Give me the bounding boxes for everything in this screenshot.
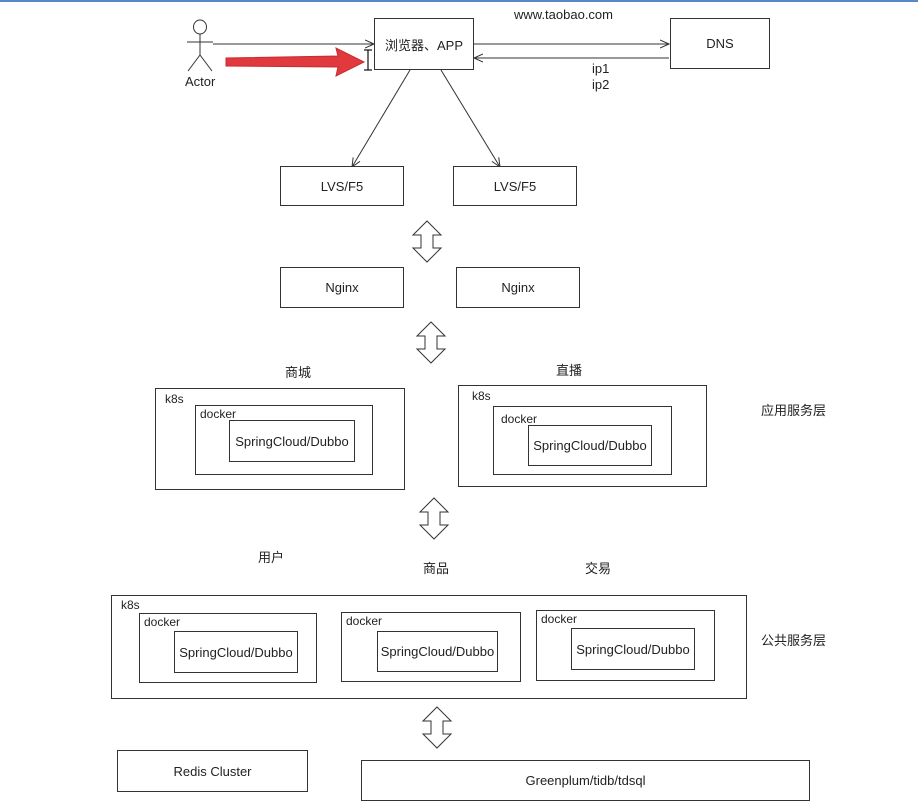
nginx-box-right: Nginx xyxy=(456,267,580,308)
k8s-cluster-common: k8s docker SpringCloud/Dubbo docker Spri… xyxy=(111,595,747,699)
nginx-label: Nginx xyxy=(325,280,359,295)
service-label: SpringCloud/Dubbo xyxy=(235,433,349,449)
client-to-lvs-left-arrow xyxy=(352,69,411,167)
service-label: SpringCloud/Dubbo xyxy=(533,438,647,453)
double-arrow-common-storage xyxy=(421,706,453,749)
client-to-lvs-right-arrow xyxy=(440,69,500,167)
k8s-label: k8s xyxy=(472,389,491,403)
cluster-title-mall: 商城 xyxy=(285,365,312,380)
ip-line-2: ip2 xyxy=(592,77,610,92)
service-label: SpringCloud/Dubbo xyxy=(576,641,690,657)
storage-label: Redis Cluster xyxy=(173,763,252,779)
service-box-mall: SpringCloud/Dubbo xyxy=(229,420,355,462)
lvs-box-right: LVS/F5 xyxy=(453,166,577,206)
actor-figure xyxy=(187,19,213,72)
docker-label: docker xyxy=(200,407,237,421)
actor-label: Actor xyxy=(185,74,216,89)
window-top-rule xyxy=(0,0,918,2)
nginx-label: Nginx xyxy=(501,280,535,295)
lvs-box-left: LVS/F5 xyxy=(280,166,404,206)
redis-cluster-box: Redis Cluster xyxy=(117,750,308,792)
lvs-label: LVS/F5 xyxy=(493,178,537,194)
ip-line-1: ip1 xyxy=(592,61,610,76)
client-label: 浏览器、APP xyxy=(385,37,464,53)
double-arrow-lb-nginx xyxy=(411,220,443,263)
docker-container-live: docker SpringCloud/Dubbo xyxy=(493,406,672,475)
k8s-label: k8s xyxy=(121,598,140,612)
service-label: SpringCloud/Dubbo xyxy=(179,644,293,660)
storage-label: Greenplum/tidb/tdsql xyxy=(525,773,646,788)
domain-label: www.taobao.com xyxy=(514,7,613,22)
text-cursor-icon xyxy=(364,49,372,71)
cluster-title-live: 直播 xyxy=(556,363,583,378)
docker-container-goods: docker SpringCloud/Dubbo xyxy=(341,612,521,682)
client-box: 浏览器、APP xyxy=(374,18,474,70)
docker-container-mall: docker SpringCloud/Dubbo xyxy=(195,405,373,475)
service-label: SpringCloud/Dubbo xyxy=(380,644,495,659)
docker-label: docker xyxy=(541,612,578,626)
k8s-cluster-mall: k8s docker SpringCloud/Dubbo xyxy=(155,388,405,490)
docker-label: docker xyxy=(501,412,538,426)
service-title-trade: 交易 xyxy=(585,561,612,576)
service-box-trade: SpringCloud/Dubbo xyxy=(571,628,695,670)
docker-container-trade: docker SpringCloud/Dubbo xyxy=(536,610,715,681)
docker-label: docker xyxy=(346,614,383,628)
service-title-goods: 商品 xyxy=(423,561,450,576)
common-layer-label: 公共服务层 xyxy=(761,633,827,648)
nginx-box-left: Nginx xyxy=(280,267,404,308)
docker-label: docker xyxy=(144,615,181,629)
service-box-goods: SpringCloud/Dubbo xyxy=(377,631,498,672)
double-arrow-nginx-app xyxy=(415,321,447,364)
docker-container-user: docker SpringCloud/Dubbo xyxy=(139,613,317,683)
dns-box: DNS xyxy=(670,18,770,69)
service-title-user: 用户 xyxy=(258,550,285,565)
double-arrow-app-common xyxy=(418,497,450,540)
service-box-user: SpringCloud/Dubbo xyxy=(174,631,298,673)
k8s-cluster-live: k8s docker SpringCloud/Dubbo xyxy=(458,385,707,487)
k8s-label: k8s xyxy=(165,392,184,406)
annotation-arrow xyxy=(225,47,366,77)
service-box-live: SpringCloud/Dubbo xyxy=(528,425,652,466)
app-layer-label: 应用服务层 xyxy=(761,403,827,418)
dns-label: DNS xyxy=(706,36,734,51)
lvs-label: LVS/F5 xyxy=(320,178,364,194)
database-box: Greenplum/tidb/tdsql xyxy=(361,760,810,801)
